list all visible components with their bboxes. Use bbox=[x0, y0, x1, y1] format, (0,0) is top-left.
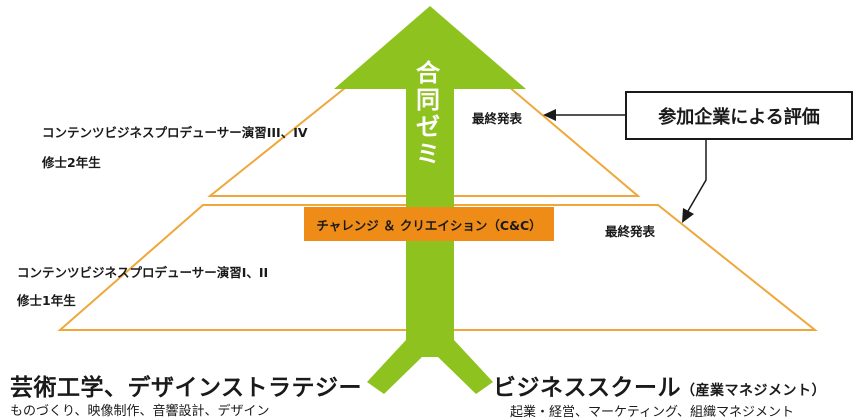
joint-seminar-char: 同 bbox=[416, 86, 440, 114]
joint-seminar-arrow bbox=[334, 6, 526, 394]
arrowhead-lower bbox=[682, 208, 694, 223]
right-root-description: 起業・経営、マーケティング、組織マネジメント bbox=[510, 405, 795, 420]
joint-seminar-char: ミ bbox=[416, 140, 440, 168]
upper-grade-label: 修士2年生 bbox=[42, 155, 101, 170]
right-root-title-group: ビジネススクール（産業マネジメント） bbox=[493, 368, 826, 402]
joint-seminar-label: 合 同 ゼ ミ bbox=[411, 60, 445, 168]
lower-presentation-label: 最終発表 bbox=[605, 224, 656, 239]
left-root-title: 芸術工学、デザインストラテジー bbox=[10, 375, 363, 401]
lower-grade-label: 修士1年生 bbox=[17, 293, 76, 308]
upper-course-label: コンテンツビジネスプロデューサー演習III、IV bbox=[42, 125, 308, 140]
right-root-title-suffix: （産業マネジメント） bbox=[681, 383, 826, 399]
arrow-to-lower-presentation bbox=[687, 140, 707, 212]
right-root-title: ビジネススクール bbox=[493, 375, 681, 401]
challenge-creation-bar: チャレンジ ＆ クリエイション（C&C） bbox=[304, 207, 554, 241]
lower-triangle bbox=[57, 204, 818, 331]
joint-seminar-char: ゼ bbox=[416, 113, 440, 141]
upper-presentation-label: 最終発表 bbox=[472, 111, 523, 126]
lower-course-label: コンテンツビジネスプロデューサー演習I、II bbox=[17, 265, 269, 280]
left-root-description: ものづくり、映像制作、音響設計、デザイン bbox=[10, 404, 270, 419]
joint-seminar-char: 合 bbox=[416, 59, 440, 87]
arrowhead-upper bbox=[543, 109, 556, 121]
evaluation-box: 参加企業による評価 bbox=[625, 91, 853, 140]
